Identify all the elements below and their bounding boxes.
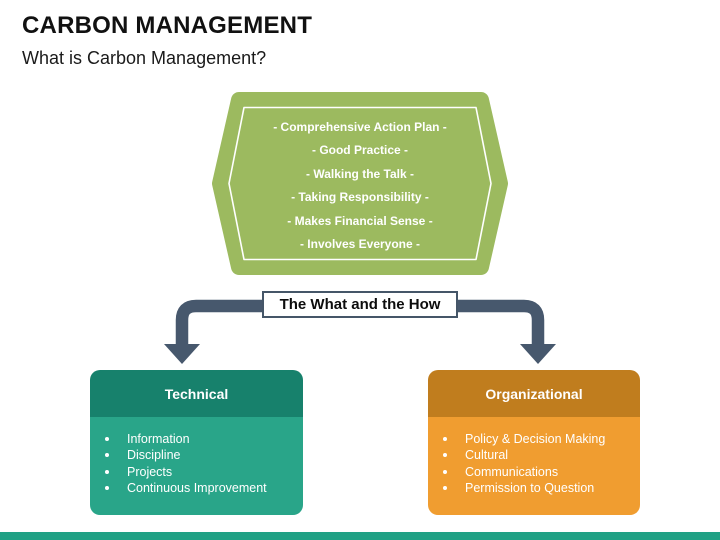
list-item-label: Permission to Question	[465, 481, 595, 496]
list-item-label: Continuous Improvement	[127, 481, 267, 496]
bullet-icon	[443, 469, 447, 474]
list-item: Communications	[428, 464, 640, 480]
hexagon-shape	[212, 92, 508, 275]
list-item: Projects	[90, 464, 303, 480]
right-arrowhead-icon	[520, 344, 556, 364]
list-item: Cultural	[428, 447, 640, 463]
page-subtitle: What is Carbon Management?	[22, 48, 267, 68]
organizational-list: Policy & Decision Making Cultural Commun…	[428, 417, 640, 515]
technical-header: Technical	[90, 370, 303, 417]
hexagon-item: - Walking the Talk -	[305, 166, 414, 181]
list-item: Discipline	[90, 447, 303, 463]
page-title: CARBON MANAGEMENT	[22, 12, 313, 39]
hexagon-item: - Comprehensive Action Plan -	[273, 119, 447, 134]
list-item-label: Information	[127, 432, 190, 447]
bullet-icon	[105, 469, 109, 474]
list-item: Continuous Improvement	[90, 480, 303, 496]
list-item: Policy & Decision Making	[428, 431, 640, 447]
bullet-icon	[443, 453, 447, 458]
list-item: Information	[90, 431, 303, 447]
hexagon-item: - Makes Financial Sense -	[287, 213, 433, 228]
technical-list: Information Discipline Projects Continuo…	[90, 417, 303, 515]
left-arrowhead-icon	[164, 344, 200, 364]
list-item-label: Projects	[127, 464, 173, 479]
list-item-label: Communications	[465, 464, 559, 479]
list-item: Permission to Question	[428, 480, 640, 496]
bullet-icon	[443, 437, 447, 442]
bullet-icon	[105, 486, 109, 491]
hexagon-text-list: - Comprehensive Action Plan - - Good Pra…	[210, 91, 510, 276]
hexagon-item: - Taking Responsibility -	[291, 190, 429, 204]
list-item-label: Cultural	[465, 448, 509, 463]
bullet-icon	[105, 453, 109, 458]
footer-accent-bar	[0, 532, 720, 540]
bullet-icon	[105, 437, 109, 442]
what-and-how-label: The What and the How	[262, 291, 458, 318]
organizational-box: Organizational Policy & Decision Making …	[428, 370, 640, 515]
hexagon-item: - Involves Everyone -	[299, 237, 421, 251]
list-item-label: Policy & Decision Making	[465, 432, 606, 447]
bullet-icon	[443, 486, 447, 491]
hexagon-item: - Good Practice -	[311, 143, 409, 157]
organizational-header: Organizational	[428, 370, 640, 417]
hexagon-fill	[212, 92, 508, 275]
technical-box: Technical Information Discipline Project…	[90, 370, 303, 515]
hexagon-inner-outline	[228, 106, 492, 261]
list-item-label: Discipline	[127, 448, 181, 463]
